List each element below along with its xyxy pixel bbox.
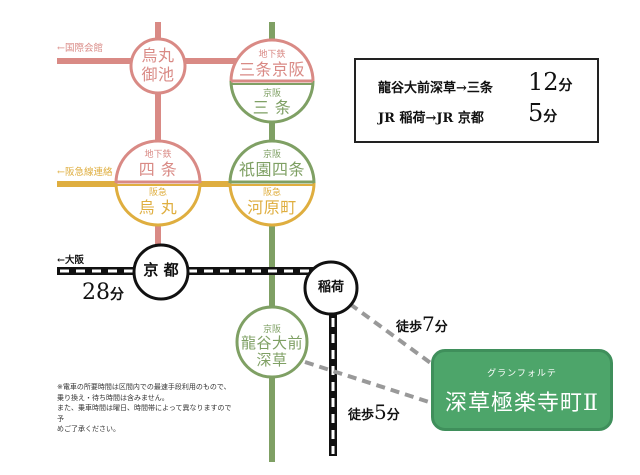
station-kyoto-name: 京 都 — [143, 261, 179, 279]
station-gion-shijo-operator: 京阪 — [262, 150, 282, 160]
station-karasuma-operator: 阪急 — [148, 188, 168, 198]
note-line: めご了承ください。 — [57, 425, 120, 433]
info-time-1-value: 12 — [528, 68, 559, 96]
station-kawaramachi-operator: 阪急 — [262, 188, 282, 198]
walk-unit: 分 — [434, 320, 448, 335]
station-sanjo-keihan-name: 三条京阪 — [238, 60, 306, 79]
osaka-time-value: 28 — [82, 280, 110, 305]
station-kyoto — [132, 243, 190, 301]
note-line: また、乗車時間は曜日、時間帯によって異なりますので予 — [57, 404, 232, 423]
station-ryukoku-daimae-fukakusa — [235, 305, 309, 379]
station-ryukoku-line1: 龍谷大前 — [240, 334, 304, 352]
info-time-2: 5分 — [528, 99, 557, 127]
direction-kokusai-kaikan: ←国際会館 — [57, 43, 103, 54]
walk-unit: 分 — [386, 408, 400, 423]
station-karasuma-name: 烏 丸 — [138, 198, 178, 217]
station-karasuma-oike-line2: 御池 — [141, 65, 175, 84]
station-sanjo-name: 三 条 — [252, 98, 292, 117]
station-ryukoku-line2: 深草 — [256, 351, 288, 369]
station-sanjo — [229, 38, 315, 124]
station-sanjo-keihan-operator: 地下鉄 — [258, 50, 286, 60]
note-line: 乗り換え・待ち時間は含みません。 — [57, 393, 169, 402]
walk-value: 5 — [374, 400, 387, 424]
walk-label: 徒歩 — [396, 320, 423, 335]
destination-name: 深草極楽寺町Ⅱ — [445, 391, 599, 416]
station-karasuma-oike-line1: 烏丸 — [141, 46, 175, 65]
info-time-1-unit: 分 — [558, 78, 573, 94]
station-kawaramachi-name: 河原町 — [247, 198, 297, 217]
destination-kana: グランフォルテ — [487, 369, 557, 379]
info-route-1: 龍谷大前深草→三条 — [378, 81, 493, 96]
walk-path-inari — [348, 302, 434, 366]
disclaimer-note: ※電車の所要時間は区間内での最速手段利用のもので、 乗り換え・待ち時間は含みませ… — [57, 382, 237, 435]
walk-label: 徒歩 — [348, 408, 375, 423]
station-shijo-karasuma — [114, 139, 202, 227]
travel-time-box: 龍谷大前深草→三条 12分 JR 稲荷→JR 京都 5分 — [354, 58, 599, 143]
station-inari-name: 稲荷 — [317, 280, 345, 295]
walk-value: 7 — [422, 312, 435, 336]
note-line: ※電車の所要時間は区間内での最速手段利用のもので、 — [57, 383, 231, 391]
station-karasuma-oike — [129, 37, 187, 95]
info-route-2: JR 稲荷→JR 京都 — [378, 111, 484, 126]
walk-time-ryukoku: 徒歩5分 — [348, 400, 400, 424]
info-time-2-value: 5 — [528, 99, 544, 127]
station-ryukoku-operator: 京阪 — [262, 325, 282, 335]
info-time-1: 12分 — [528, 68, 573, 96]
walk-time-inari: 徒歩7分 — [396, 312, 448, 336]
direction-hankyu-connection: ←阪急線連絡 — [57, 167, 113, 178]
info-time-2-unit: 分 — [543, 109, 558, 125]
station-gion-shijo-kawaramachi — [228, 139, 316, 227]
station-gion-shijo-name: 祇園四条 — [238, 160, 306, 179]
osaka-travel-time: 28分 — [82, 280, 124, 305]
station-shijo-name: 四 条 — [138, 160, 178, 179]
osaka-time-unit: 分 — [110, 287, 124, 303]
station-shijo-operator: 地下鉄 — [144, 150, 172, 160]
station-sanjo-operator: 京阪 — [262, 89, 282, 99]
station-inari — [303, 260, 359, 316]
walk-path-ryukoku — [304, 360, 433, 405]
destination-property-box: グランフォルテ 深草極楽寺町Ⅱ — [431, 349, 613, 431]
direction-osaka: ←大阪 — [57, 255, 84, 266]
